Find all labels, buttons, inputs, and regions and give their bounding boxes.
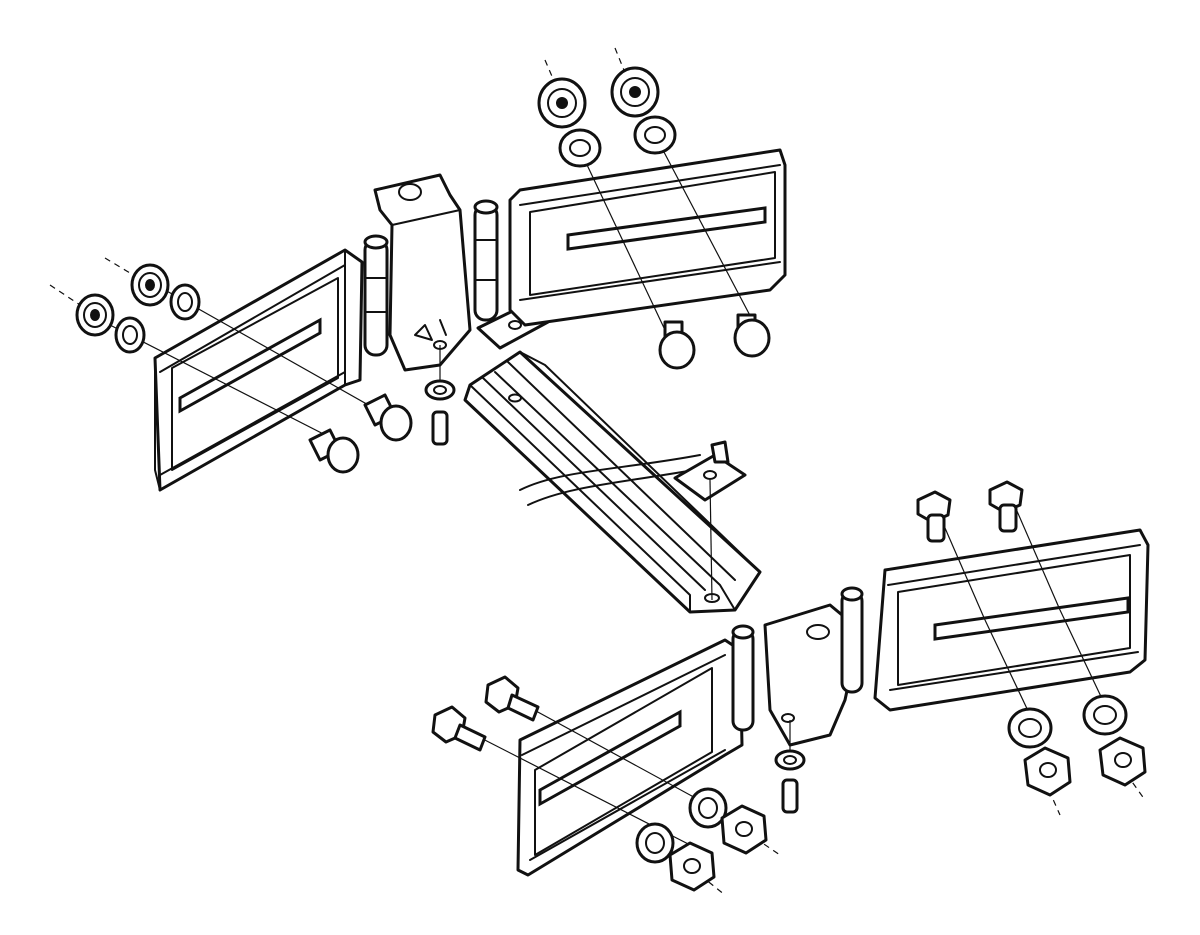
- washer: [558, 115, 677, 168]
- small-screw: [424, 379, 456, 446]
- flange-nut: [130, 263, 170, 307]
- small-screw: [774, 749, 806, 814]
- hinge-lower-right: [840, 586, 864, 694]
- carriage-bolt: [658, 313, 771, 370]
- washer: [1007, 694, 1128, 749]
- hex-nut: [1023, 736, 1147, 797]
- flange-nut: [537, 77, 587, 129]
- clip-plate: [673, 440, 747, 502]
- bracket-bottom-right: [873, 528, 1150, 712]
- hex-bolt: [431, 675, 540, 752]
- hinge-lower-left: [731, 624, 755, 732]
- washer: [635, 787, 728, 864]
- bracket-top: [508, 148, 787, 327]
- hinge-left: [363, 234, 389, 357]
- bracket-bottom-left: [516, 638, 744, 877]
- bracket-left: [153, 248, 364, 492]
- hinge-right: [473, 199, 499, 322]
- hex-nut: [668, 804, 768, 892]
- washer: [114, 283, 201, 354]
- hex-bolt: [916, 480, 1024, 543]
- cable: [519, 454, 706, 506]
- hinge-plate-center: [373, 173, 472, 372]
- flange-nut: [75, 293, 115, 337]
- flange-nut: [610, 66, 660, 118]
- hinge-plate-lower: [763, 603, 862, 747]
- carriage-bolt: [308, 393, 413, 474]
